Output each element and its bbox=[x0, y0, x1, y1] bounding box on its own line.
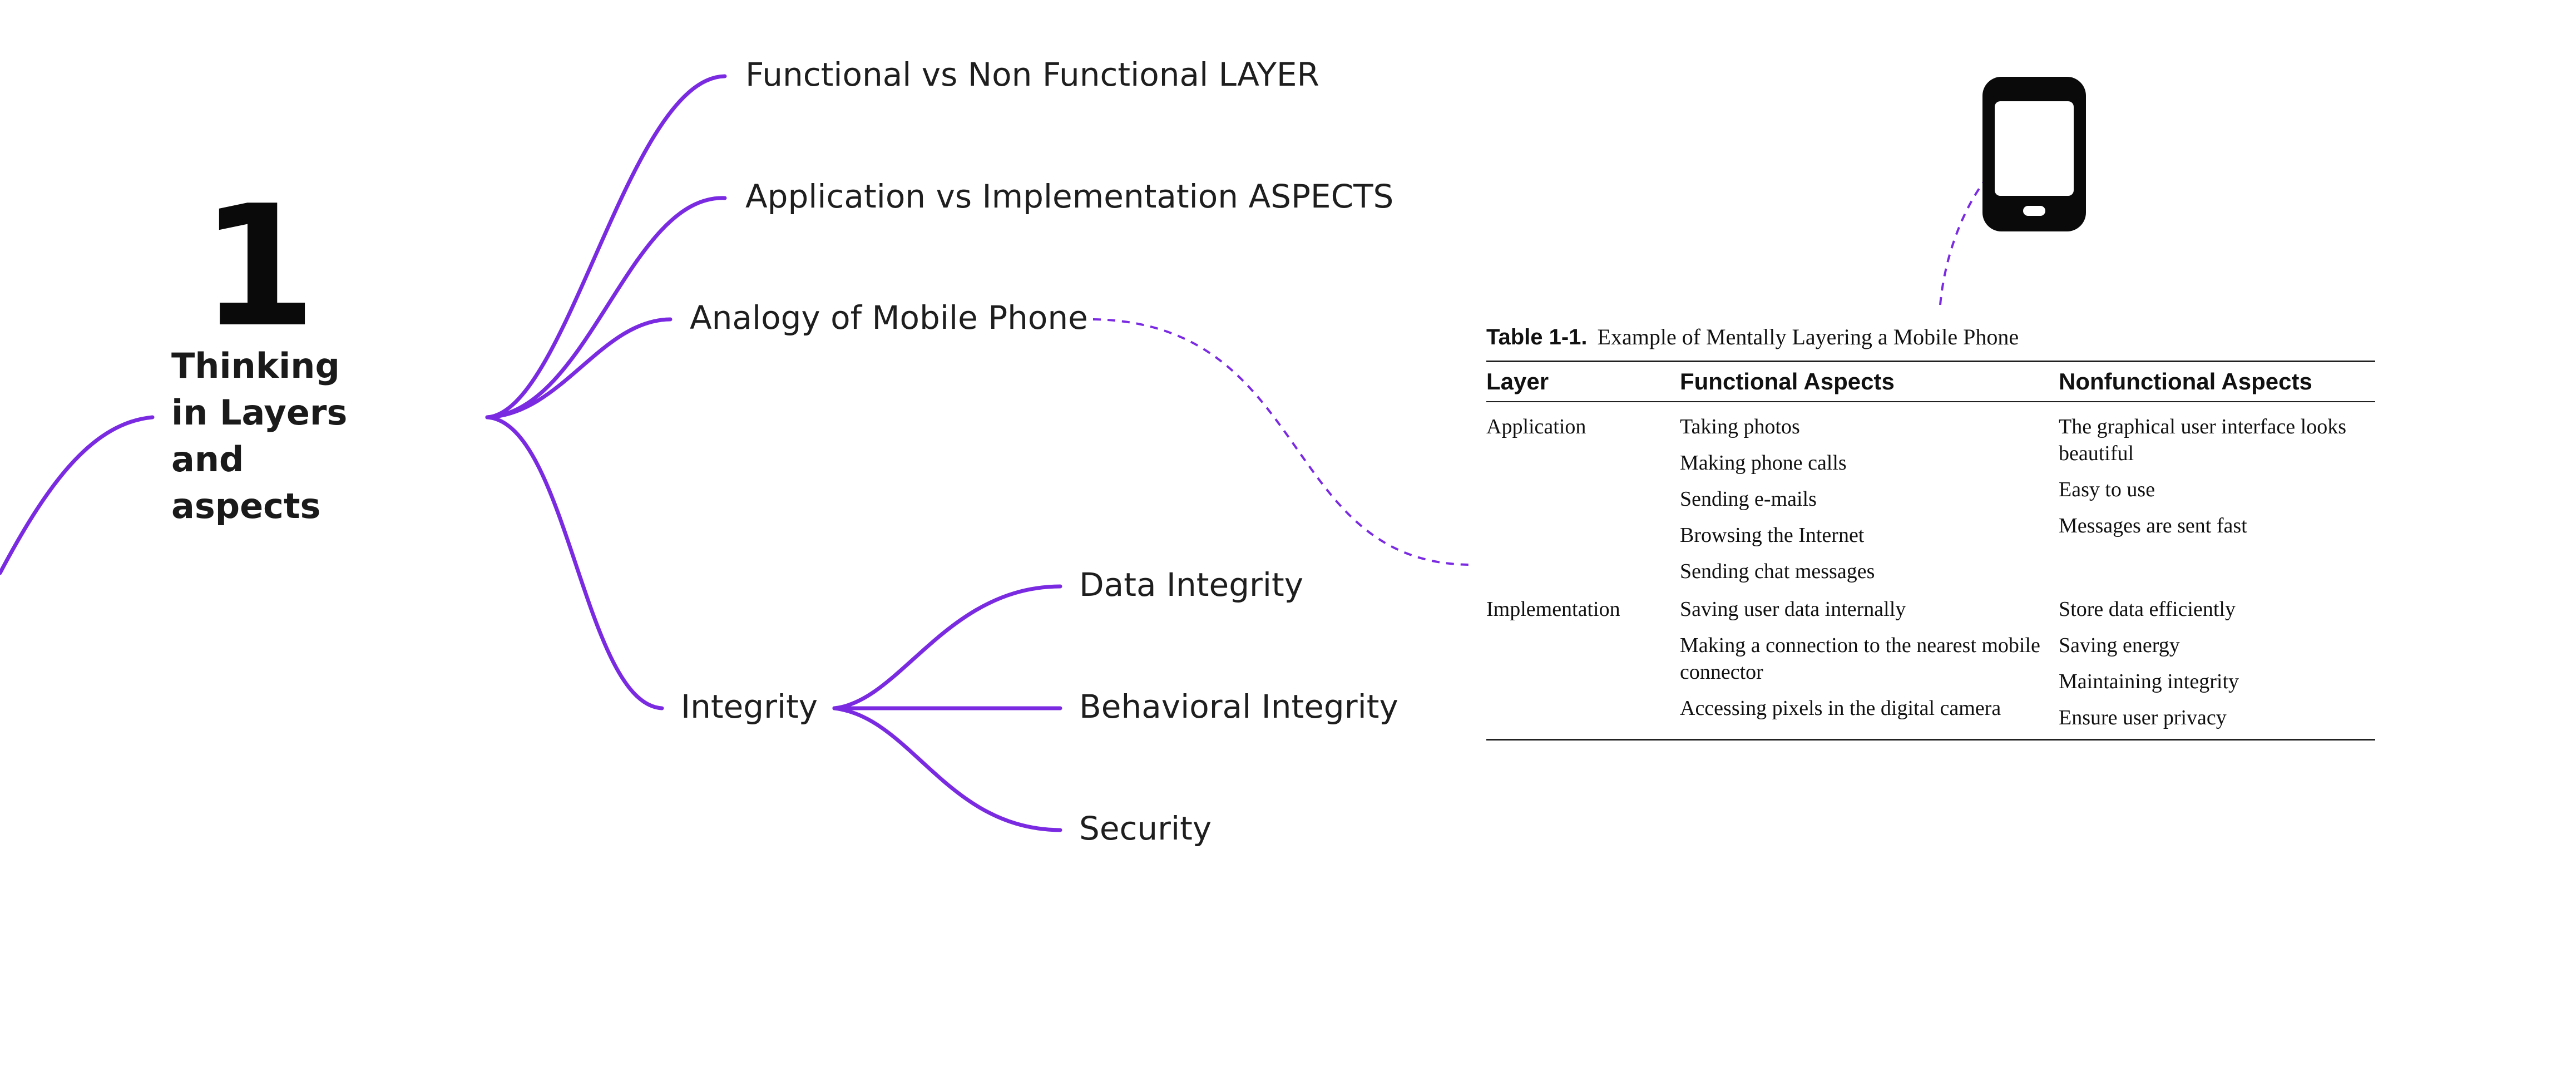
table-item: Taking photos bbox=[1680, 415, 1800, 438]
table-item: Making a connection to the nearest mobil… bbox=[1680, 634, 2040, 684]
branch-line-functional bbox=[485, 74, 727, 419]
table-item: Sending e-mails bbox=[1680, 487, 1817, 511]
smartphone-icon bbox=[1982, 77, 2086, 231]
table-caption-label: Table 1-1. bbox=[1486, 325, 1588, 349]
table-row-application: Application Taking photos Making phone c… bbox=[1486, 402, 2375, 585]
table-header-functional: Functional Aspects bbox=[1680, 368, 1895, 394]
branch-line-application bbox=[485, 196, 727, 419]
table-row-implementation: Implementation Saving user data internal… bbox=[1486, 585, 2375, 731]
central-node-title: Thinking in Layers and aspects bbox=[171, 345, 348, 526]
table-item: Ensure user privacy bbox=[2059, 706, 2227, 729]
central-node-number: 1 bbox=[200, 170, 317, 364]
table-cell-functional: Taking photos Making phone calls Sending… bbox=[1680, 413, 2059, 585]
table-cell-layer: Implementation bbox=[1486, 598, 1620, 621]
table-caption: Table 1-1. Example of Mentally Layering a… bbox=[1486, 322, 2375, 353]
table-cell-nonfunctional: Store data efficiently Saving energy Mai… bbox=[2059, 596, 2375, 731]
table-item: Making phone calls bbox=[1680, 451, 1847, 475]
node-analogy-mobile-phone: Analogy of Mobile Phone bbox=[690, 299, 1088, 337]
table-item: The graphical user interface looks beaut… bbox=[2059, 415, 2346, 465]
table-item: Sending chat messages bbox=[1680, 560, 1875, 583]
table-header-layer: Layer bbox=[1486, 368, 1549, 394]
table-top-rule bbox=[1486, 361, 2375, 362]
table-item: Accessing pixels in the digital camera bbox=[1680, 697, 2001, 720]
table-item: Saving user data internally bbox=[1680, 598, 1906, 621]
dashed-connector-table bbox=[1092, 318, 1469, 566]
table-cell-functional: Saving user data internally Making a con… bbox=[1680, 596, 2059, 731]
node-application-vs-implementation: Application vs Implementation ASPECTS bbox=[745, 177, 1394, 215]
branch-line-data-integrity bbox=[832, 584, 1062, 710]
node-data-integrity: Data Integrity bbox=[1079, 566, 1304, 604]
node-integrity: Integrity bbox=[681, 688, 818, 725]
node-security: Security bbox=[1079, 809, 1212, 847]
table-item: Easy to use bbox=[2059, 478, 2155, 501]
table-item: Maintaining integrity bbox=[2059, 670, 2239, 693]
table-cell-layer: Application bbox=[1486, 415, 1586, 438]
branch-line-integrity bbox=[485, 415, 664, 710]
table-item: Messages are sent fast bbox=[2059, 514, 2247, 537]
node-functional-vs-nonfunctional: Functional vs Non Functional LAYER bbox=[745, 56, 1319, 93]
branch-line-security bbox=[832, 706, 1062, 832]
branch-line-parent bbox=[0, 415, 155, 575]
table-item: Store data efficiently bbox=[2059, 598, 2236, 621]
table-cell-nonfunctional: The graphical user interface looks beaut… bbox=[2059, 413, 2375, 585]
table-item: Saving energy bbox=[2059, 634, 2180, 657]
table-header-nonfunctional: Nonfunctional Aspects bbox=[2059, 368, 2312, 394]
layering-table: Table 1-1. Example of Mentally Layering a… bbox=[1486, 322, 2375, 741]
table-caption-text: Example of Mentally Layering a Mobile Ph… bbox=[1597, 324, 2019, 349]
branch-line-analogy bbox=[485, 317, 673, 419]
table-header-row: Layer Functional Aspects Nonfunctional A… bbox=[1486, 362, 2375, 401]
table-header-rule bbox=[1486, 401, 2375, 402]
node-behavioral-integrity: Behavioral Integrity bbox=[1079, 688, 1398, 725]
table-bottom-rule bbox=[1486, 739, 2375, 741]
table-item: Browsing the Internet bbox=[1680, 524, 1865, 547]
